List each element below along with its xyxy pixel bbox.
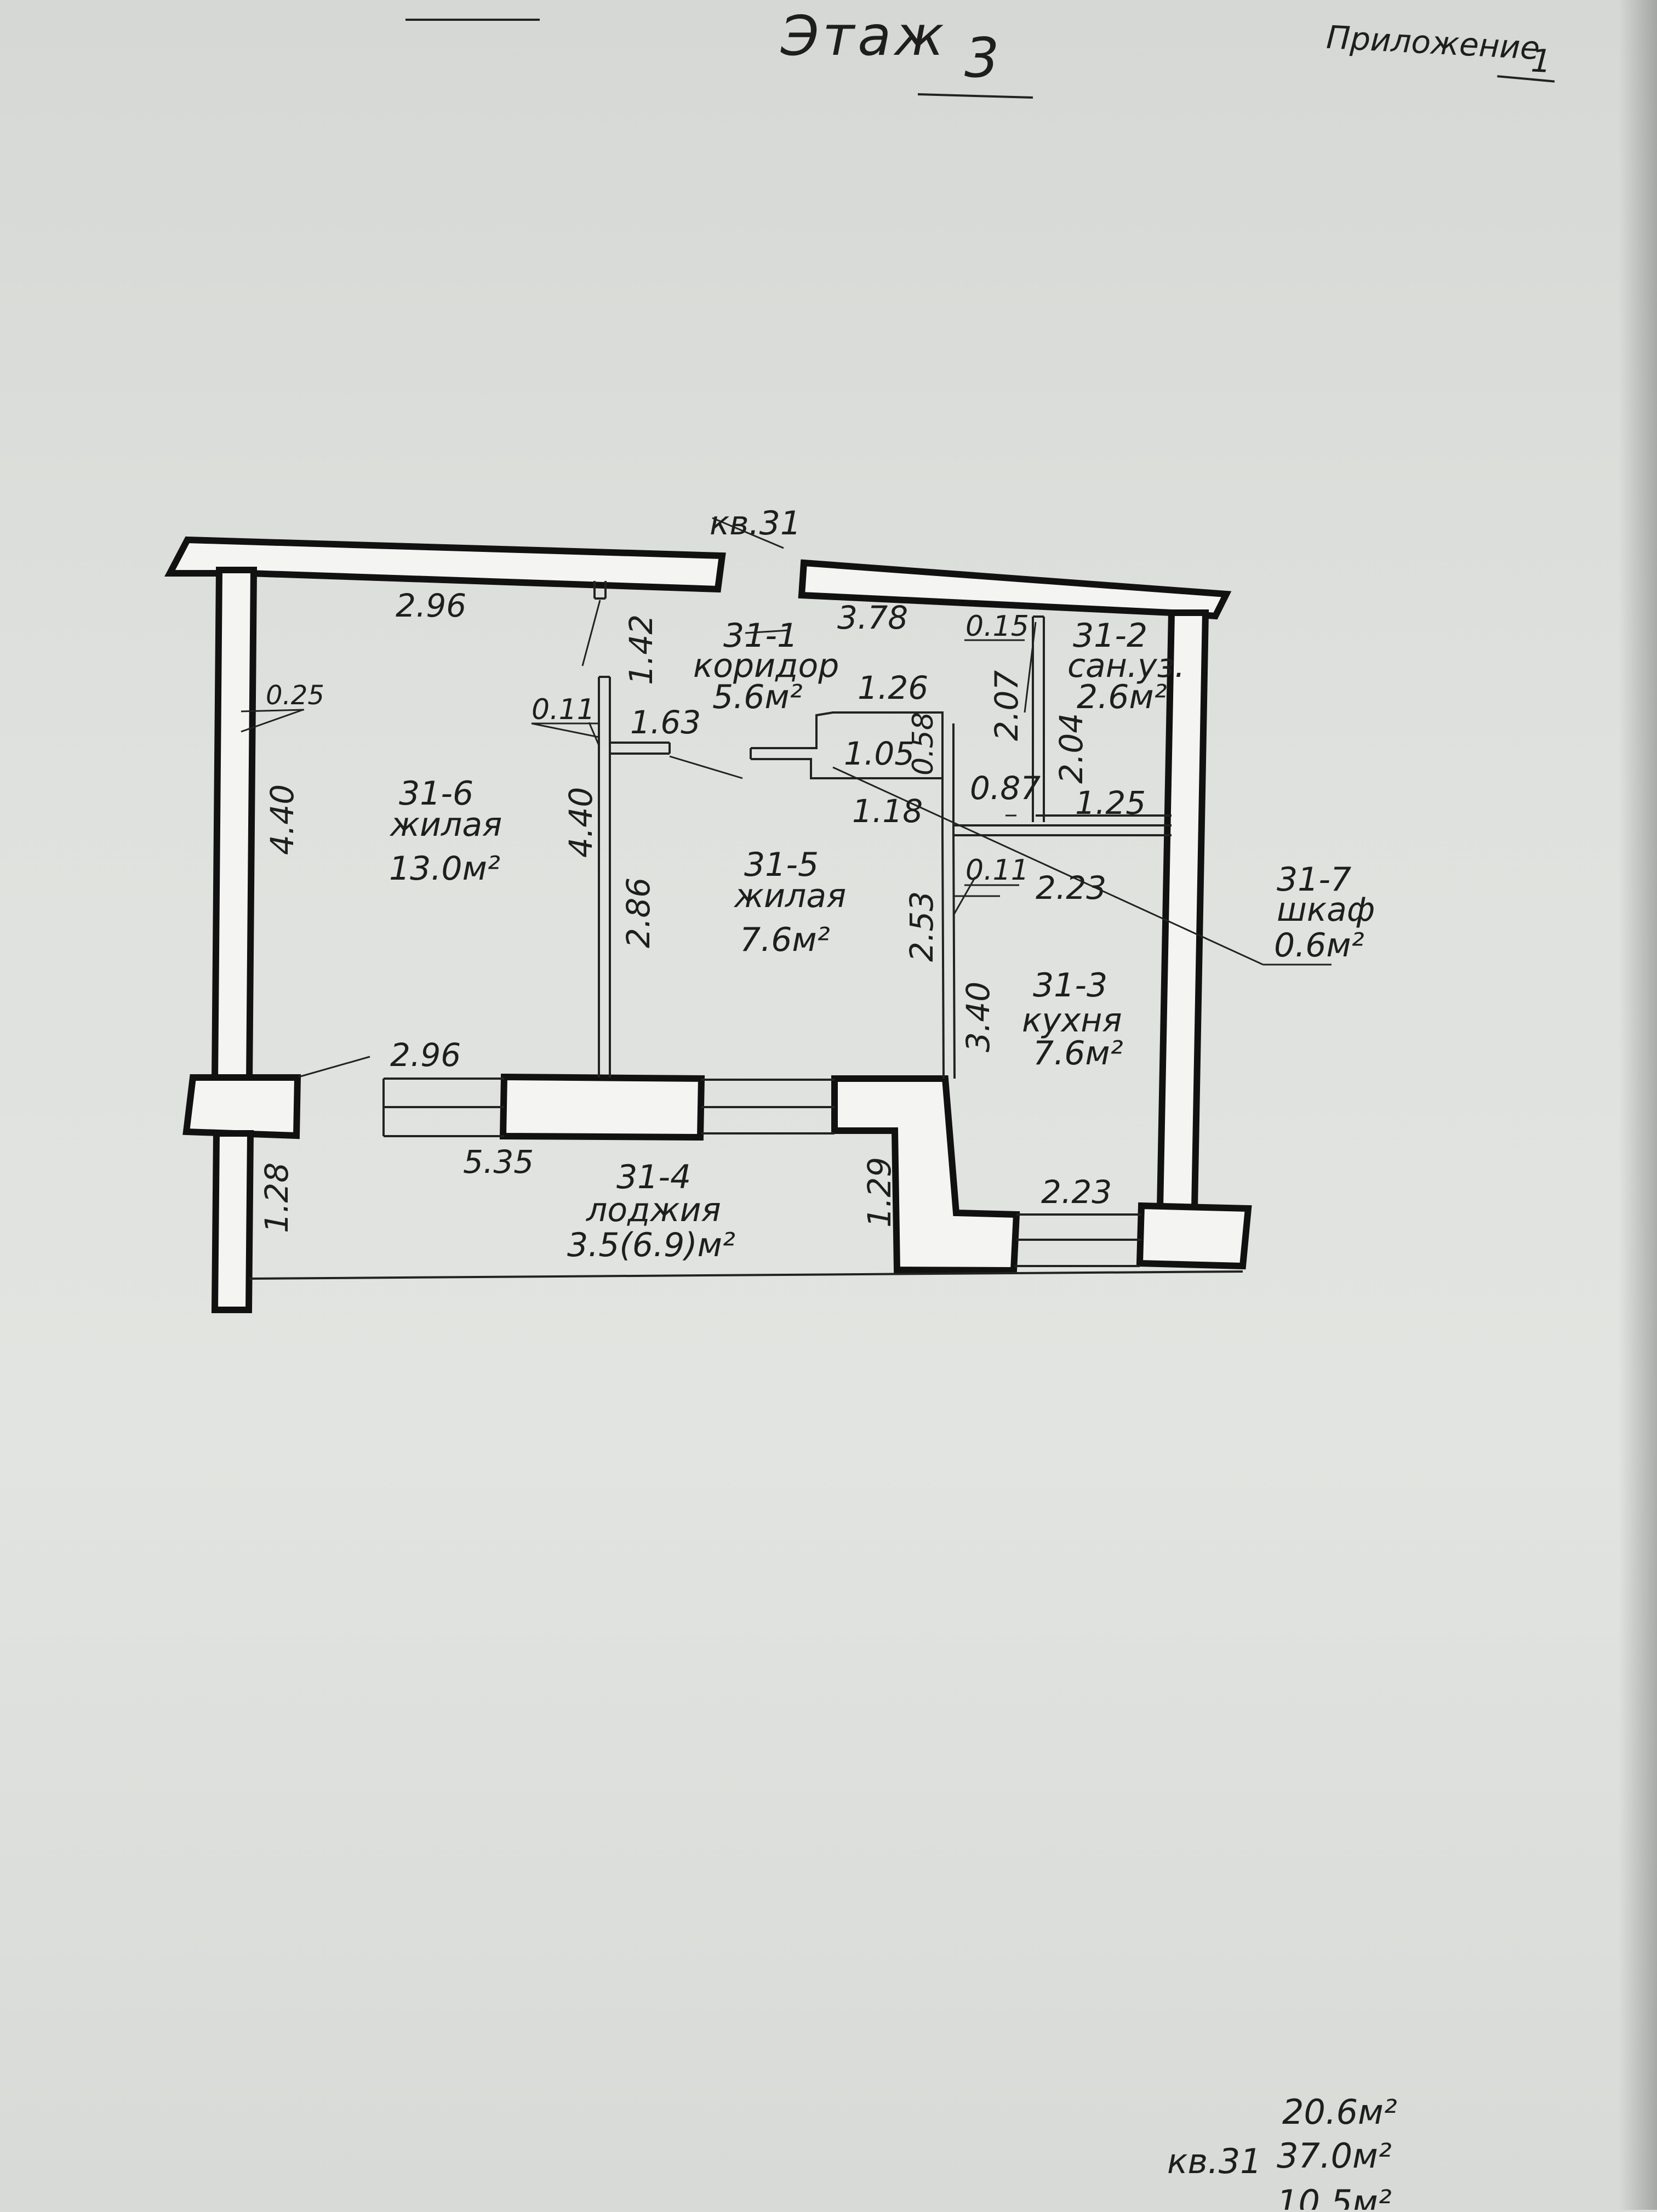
room-31-2: 31-2 сан.уз. 2.6м² xyxy=(1067,617,1185,716)
dim-niche-bottom: 1.18 xyxy=(852,793,923,830)
dim-closet-width: 0.87 xyxy=(970,769,1041,807)
dim-kitchen-top: 2.23 xyxy=(1036,869,1106,907)
dim-niche-depth: 0.58 xyxy=(907,712,940,776)
dim-room6-bottom: 2.96 xyxy=(390,1036,461,1074)
dim-corridor-side: 1.42 xyxy=(622,614,660,685)
wall-left-stub xyxy=(211,1130,254,1313)
dim-loggia-left: 1.28 xyxy=(258,1162,295,1233)
room-31-7: 31-7 шкаф 0.6м² xyxy=(1263,860,1375,966)
dim-loggia-step: 1.29 xyxy=(861,1157,898,1228)
room-31-4-area: 3.5(6.9)м² xyxy=(567,1226,735,1264)
room-31-1-name: коридор xyxy=(693,647,839,685)
room-31-2-area: 2.6м² xyxy=(1077,678,1167,716)
room-31-3-area: 7.6м² xyxy=(1033,1034,1123,1073)
room-31-1: 31-1 коридор 5.6м² xyxy=(693,617,839,716)
dim-corridor-inner: 1.63 xyxy=(630,704,701,741)
appendix-number: 1 xyxy=(1530,42,1552,80)
floor-number: 3 xyxy=(964,26,999,90)
dim-room5-right: 2.53 xyxy=(903,891,940,962)
room-31-6-number: 31-6 xyxy=(399,774,473,813)
appendix-block: Приложение 1 xyxy=(1325,19,1555,83)
floor-label: Этаж xyxy=(780,4,947,68)
floor-number-underline xyxy=(917,93,1033,99)
dim-corridor-top: 3.78 xyxy=(837,599,908,636)
room-31-5-number: 31-5 xyxy=(744,846,819,884)
dim-bath-right: 2.04 xyxy=(1053,713,1090,784)
room-31-2-name: сан.уз. xyxy=(1067,647,1185,685)
dim-kitchen-bottom: 2.23 xyxy=(1041,1173,1112,1211)
wall-center-sill xyxy=(499,1073,705,1141)
wall-loggia-step xyxy=(831,1075,1020,1274)
dim-room6-right: 4.40 xyxy=(562,787,599,858)
partitions xyxy=(593,581,1172,1079)
dim-bath-wall: 0.15 xyxy=(965,610,1029,643)
summary-apartment-label: кв.31 xyxy=(1167,2141,1262,2181)
summary-line1: 20.6м² xyxy=(1282,2092,1397,2132)
room-31-3-number: 31-3 xyxy=(1033,966,1107,1005)
apartment-label: кв.31 xyxy=(710,504,801,543)
dim-room5-height: 2.86 xyxy=(620,877,657,948)
dimension-labels: 2.96 2.96 0.25 0.11 1.63 3.78 0.15 1.26 … xyxy=(258,587,1146,1233)
label-underlines xyxy=(241,639,1025,886)
dim-bath-left: 2.07 xyxy=(988,670,1025,741)
wall-left-pier xyxy=(182,1074,301,1139)
room-31-2-number: 31-2 xyxy=(1073,617,1147,655)
dim-bath-bottom: 1.25 xyxy=(1075,784,1146,822)
room-31-7-area: 0.6м² xyxy=(1274,926,1364,965)
appendix-underline xyxy=(1497,75,1555,83)
room-31-7-name: шкаф xyxy=(1277,891,1375,929)
room-31-5: 31-5 жилая 7.6м² xyxy=(733,846,846,959)
room-31-3: 31-3 кухня 7.6м² xyxy=(1022,966,1123,1073)
room-31-5-name: жилая xyxy=(733,877,846,915)
room-31-7-number: 31-7 xyxy=(1277,860,1351,899)
room-31-4-number: 31-4 xyxy=(616,1158,691,1196)
room-31-1-area: 5.6м² xyxy=(712,678,803,716)
room-31-1-number: 31-1 xyxy=(723,617,798,655)
dim-room6-top: 2.96 xyxy=(396,587,466,624)
area-summary: 20.6м² кв.31 37.0м² 10.5м² xyxy=(1167,2092,1397,2212)
summary-line2: 37.0м² xyxy=(1277,2136,1392,2176)
wall-left xyxy=(211,567,258,1085)
window-left xyxy=(382,1078,504,1137)
dim-partition-a: 0.11 xyxy=(532,693,595,726)
page-edge-shadow xyxy=(1619,0,1657,2210)
room-31-6-area: 13.0м² xyxy=(389,850,500,888)
dim-wall-left: 0.25 xyxy=(266,680,324,711)
room-31-6-name: жилая xyxy=(389,806,502,844)
dim-niche-width: 1.05 xyxy=(844,735,915,772)
summary-line3: 10.5м² xyxy=(1277,2182,1392,2210)
dim-niche-top: 1.26 xyxy=(858,669,928,706)
wall-top-left xyxy=(164,536,726,593)
room-31-4-name: лоджия xyxy=(586,1191,721,1229)
room-31-5-area: 7.6м² xyxy=(740,921,830,959)
window-center xyxy=(701,1079,835,1134)
dim-room6-left: 4.40 xyxy=(264,784,301,855)
loggia-outer-line xyxy=(249,1270,1243,1280)
dim-loggia-width: 5.35 xyxy=(463,1143,534,1181)
dim-partition-b: 0.11 xyxy=(965,854,1029,887)
dim-kitchen-height: 3.40 xyxy=(959,982,997,1052)
room-31-6: 31-6 жилая 13.0м² xyxy=(389,774,502,888)
leader-lines xyxy=(241,517,1264,1078)
wall-right-pier xyxy=(1136,1202,1252,1270)
window-kitchen xyxy=(1015,1213,1141,1267)
room-31-3-name: кухня xyxy=(1022,1001,1122,1040)
appendix-label: Приложение xyxy=(1325,19,1541,67)
room-31-4: 31-4 лоджия 3.5(6.9)м² xyxy=(567,1158,735,1264)
